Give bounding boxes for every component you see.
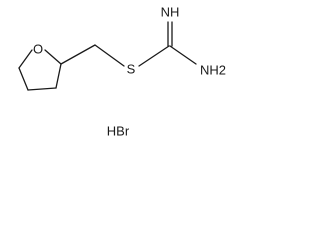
counter-ion-label: HBr	[107, 123, 130, 138]
atom-label-amine: NH2	[200, 62, 226, 77]
tetrahydrofuran-ring	[18, 49, 62, 91]
bond-ch2-s	[94, 44, 125, 67]
bond-c2-c3	[55, 63, 62, 89]
amidine-group	[167, 21, 197, 65]
atom-label-sulfur: S	[127, 61, 136, 76]
atom-label-imine: NH	[161, 4, 180, 19]
atom-label-oxygen: O	[33, 41, 43, 56]
chemical-structure-diagram: O S NH NH2 HBr	[18, 4, 226, 138]
bond-o-c2	[44, 49, 62, 65]
bond-c5-o	[18, 49, 33, 69]
bond-c-nh2	[169, 45, 197, 65]
bond-s-c	[138, 45, 170, 67]
bond-c2-ch2	[60, 44, 96, 65]
bond-c4-c5	[18, 67, 29, 91]
bond-c3-c4	[27, 87, 57, 91]
